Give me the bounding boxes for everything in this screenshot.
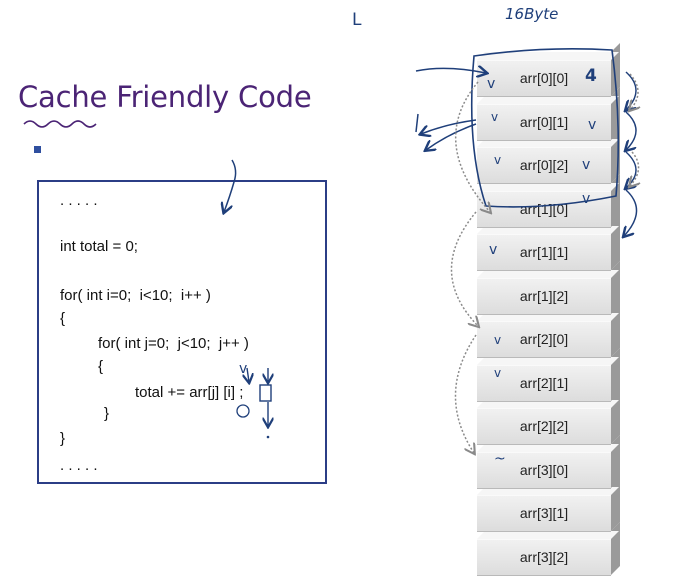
exit-arrow-1 <box>421 119 477 134</box>
check-mark: v <box>494 153 502 167</box>
cell-label: arr[3][0] <box>519 461 569 478</box>
cell-label: arr[2][2] <box>519 418 569 434</box>
check-mark: v <box>489 242 498 258</box>
cell-label: arr[0][2] <box>519 157 569 173</box>
code-line-4: { <box>60 310 66 327</box>
check-mark: v <box>491 110 499 124</box>
code-line-5: for( int j=0; j<10; j++ ) <box>98 335 249 352</box>
cell-front-face <box>477 495 611 532</box>
code-line-7: total += arr[j] [i] ; <box>135 384 244 401</box>
code-line-1: . . . . . <box>60 192 98 209</box>
memory-cell: arr[2][0] <box>477 304 620 358</box>
code-line-10: . . . . . <box>60 457 98 474</box>
right-arrow-2 <box>626 111 637 150</box>
cell-label: arr[3][1] <box>519 505 569 521</box>
code-box <box>37 180 327 484</box>
cell-front-face <box>477 538 611 576</box>
code-line-9: } <box>60 430 66 447</box>
exit-arrow-2 <box>426 123 477 150</box>
cell-label: arr[1][2] <box>519 287 569 304</box>
memory-cell: arr[3][0] <box>477 434 620 489</box>
code-line-3: for( int i=0; i<10; i++ ) <box>60 287 211 304</box>
memory-cell: arr[2][1] <box>477 347 620 402</box>
cell-front-face <box>477 408 611 445</box>
cell-front-face <box>477 321 611 358</box>
check-mark: v <box>582 157 591 173</box>
check-mark: v <box>494 366 502 380</box>
cell-front-face <box>477 364 611 402</box>
memory-cell: arr[0][1] <box>477 86 620 141</box>
cache-line-size-note: 16Byte <box>505 5 559 23</box>
code-line-6: { <box>98 358 104 375</box>
check-mark: v <box>239 361 248 377</box>
check-mark: v <box>588 117 597 133</box>
left-dotted-3 <box>454 334 477 453</box>
stray-mark: L <box>352 10 362 30</box>
cell-front-face <box>477 147 611 184</box>
memory-cell: arr[1][2] <box>477 260 620 315</box>
cell-front-face <box>477 190 611 228</box>
cell-front-face <box>477 277 611 315</box>
cell-mark-4: 4 <box>585 66 597 86</box>
index-j-arrow <box>247 367 249 382</box>
memory-cell: arr[0][0] <box>477 43 620 97</box>
cell-front-face <box>477 451 611 489</box>
down-arrow <box>224 159 237 212</box>
memory-cell: arr[3][2] <box>477 521 620 576</box>
memory-cell: arr[2][2] <box>477 391 620 445</box>
code-line-8: } <box>104 405 110 422</box>
cell-label: arr[2][1] <box>519 374 569 391</box>
cell-label: arr[0][0] <box>519 70 569 86</box>
cell-front-face <box>477 60 611 97</box>
cell-label: arr[3][2] <box>519 548 569 565</box>
cell-label: arr[1][1] <box>519 244 569 260</box>
index-j-circle <box>236 404 250 418</box>
cache-line-outline <box>470 48 620 208</box>
cell-label: arr[0][1] <box>519 113 569 130</box>
left-dotted-1 <box>454 81 490 212</box>
bullet-marker <box>34 146 41 153</box>
memory-cell: arr[0][2] <box>477 130 620 184</box>
left-dotted-2 <box>450 211 478 326</box>
slide-title: Cache Friendly Code <box>18 80 312 114</box>
cell-front-face <box>477 103 611 141</box>
cell-label: arr[2][0] <box>519 331 569 347</box>
memory-cell: arr[1][1] <box>477 217 620 271</box>
right-arrow-3 <box>626 151 637 188</box>
ink-dot <box>266 435 270 439</box>
index-i-box <box>259 384 272 402</box>
check-mark: v <box>582 191 591 207</box>
memory-cell: arr[3][1] <box>477 478 620 532</box>
memory-cell: arr[1][0] <box>477 173 620 228</box>
check-mark: v <box>487 76 496 92</box>
check-mark: v <box>494 333 502 347</box>
entry-arrow <box>415 68 486 73</box>
right-arrow-4 <box>624 189 638 236</box>
title-squiggle <box>23 120 97 128</box>
exit-tick <box>415 113 419 133</box>
code-line-2: int total = 0; <box>60 238 138 255</box>
right-dotted-1 <box>630 73 638 110</box>
cell-front-face <box>477 234 611 271</box>
tilde-mark: ~ <box>494 451 506 467</box>
